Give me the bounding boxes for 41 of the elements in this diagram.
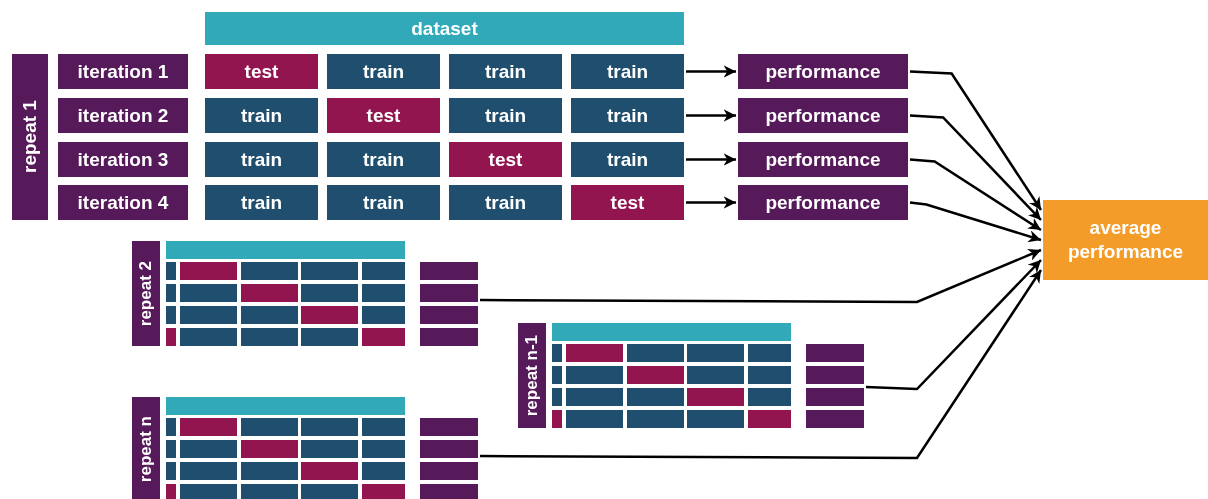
iteration-label: iteration 2: [58, 98, 188, 133]
test-fold: test: [571, 185, 684, 220]
train-fold: train: [205, 142, 318, 177]
arrow: [686, 109, 736, 122]
train-fold: train: [205, 185, 318, 220]
train-fold: train: [449, 185, 562, 220]
arrow: [480, 269, 1043, 460]
arrow: [909, 201, 1042, 243]
dataset-bar: dataset: [205, 12, 684, 45]
train-fold: train: [327, 185, 440, 220]
train-fold: train: [449, 98, 562, 133]
repeat-label: repeat 1: [12, 54, 48, 220]
train-fold: train: [571, 142, 684, 177]
test-fold: test: [449, 142, 562, 177]
iteration-label: iteration 4: [58, 185, 188, 220]
test-fold: test: [327, 98, 440, 133]
arrow: [909, 70, 1043, 211]
train-fold: train: [327, 142, 440, 177]
train-fold: train: [205, 98, 318, 133]
repeat-label: repeat n: [132, 397, 160, 499]
test-fold: test: [205, 54, 318, 89]
arrow: [865, 259, 1042, 391]
iteration-label: iteration 1: [58, 54, 188, 89]
iteration-label: iteration 3: [58, 142, 188, 177]
repeat-label: repeat 2: [132, 241, 160, 346]
performance-box: performance: [738, 142, 908, 177]
train-fold: train: [449, 54, 562, 89]
arrow: [909, 114, 1042, 221]
arrow: [480, 248, 1042, 304]
repeat-label: repeat n-1: [518, 323, 546, 428]
arrow: [909, 158, 1042, 232]
arrow: [686, 196, 736, 209]
train-fold: train: [327, 54, 440, 89]
performance-box: performance: [738, 185, 908, 220]
train-fold: train: [571, 98, 684, 133]
performance-box: performance: [738, 98, 908, 133]
train-fold: train: [571, 54, 684, 89]
average-performance-box: average performance: [1043, 200, 1208, 280]
arrow: [686, 65, 736, 78]
arrow: [686, 153, 736, 166]
performance-box: performance: [738, 54, 908, 89]
